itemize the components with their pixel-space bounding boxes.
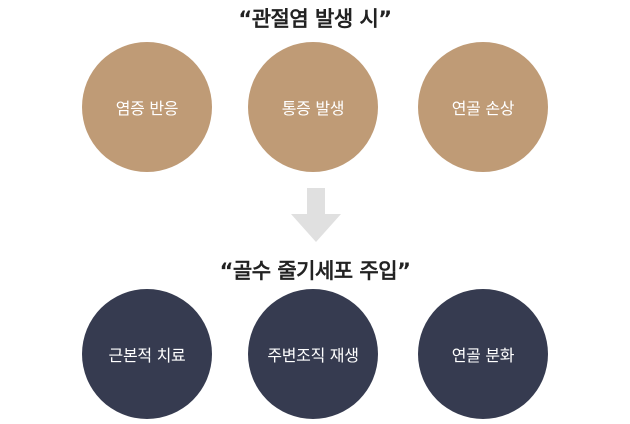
circle-label: 주변조직 재생 bbox=[267, 346, 359, 365]
down-arrow-icon bbox=[291, 188, 341, 242]
circle-tissue-regeneration: 주변조직 재생 bbox=[248, 289, 378, 419]
circle-root-treatment: 근본적 치료 bbox=[82, 289, 212, 419]
circle-label: 연골 분화 bbox=[451, 346, 515, 365]
circle-label: 근본적 치료 bbox=[108, 346, 186, 365]
circle-label: 통증 발생 bbox=[281, 99, 345, 118]
problem-heading: “관절염 발생 시” bbox=[238, 7, 392, 31]
circle-pain: 통증 발생 bbox=[248, 42, 378, 172]
solution-circles: 근본적 치료 주변조직 재생 연골 분화 bbox=[0, 289, 630, 419]
solution-heading: “골수 줄기세포 주입” bbox=[219, 259, 411, 283]
problem-circles: 염증 반응 통증 발생 연골 손상 bbox=[0, 42, 630, 172]
circle-cartilage-damage: 연골 손상 bbox=[418, 42, 548, 172]
circle-label: 연골 손상 bbox=[451, 99, 515, 118]
circle-label: 염증 반응 bbox=[115, 99, 179, 118]
circle-inflammation: 염증 반응 bbox=[82, 42, 212, 172]
circle-cartilage-differentiation: 연골 분화 bbox=[418, 289, 548, 419]
